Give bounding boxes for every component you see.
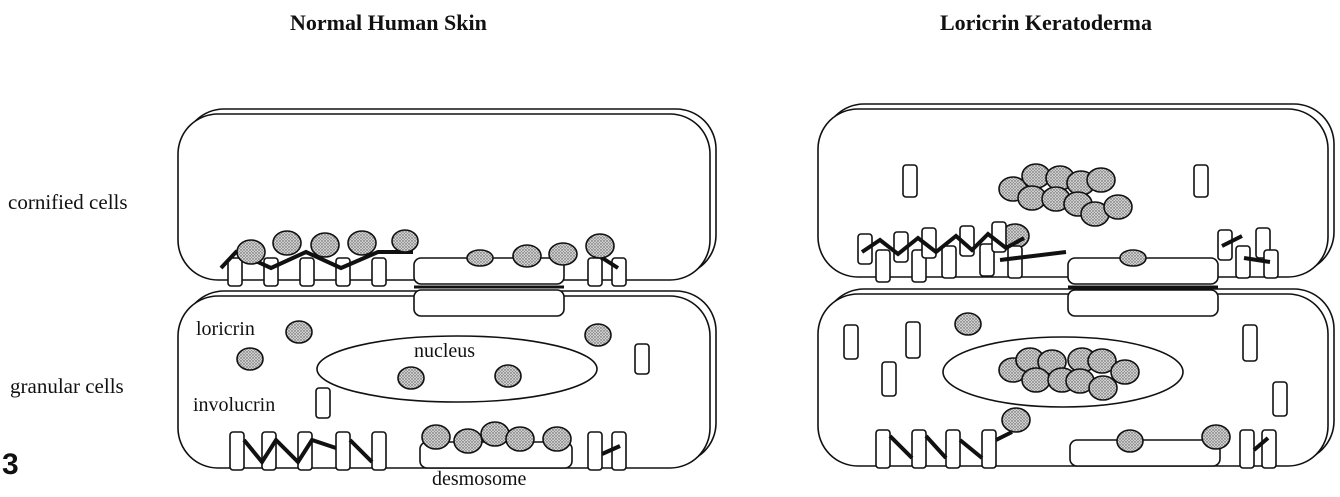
involucrin-granule <box>1194 165 1208 197</box>
label-involucrin: involucrin <box>193 394 275 417</box>
label-nucleus: nucleus <box>414 340 475 363</box>
loricrin-granule <box>955 313 981 335</box>
involucrin-granule <box>635 344 649 374</box>
desmosome-plate-bottom <box>414 290 564 316</box>
label-granular-cells: granular cells <box>10 374 124 399</box>
label-cornified-cells: cornified cells <box>8 190 128 215</box>
figure-number: 3 <box>2 448 19 482</box>
label-desmosome: desmosome <box>432 468 526 491</box>
loricrin-granule <box>1002 408 1030 432</box>
panel-loricrin-keratoderma <box>818 104 1334 468</box>
desmosome-plate-bottom <box>1068 290 1218 316</box>
involucrin-granule <box>903 165 917 197</box>
label-loricrin: loricrin <box>196 318 255 341</box>
panel-title-normal: Normal Human Skin <box>290 10 487 36</box>
panel-title-keratoderma: Loricrin Keratoderma <box>940 10 1152 36</box>
involucrin-granule <box>316 388 330 418</box>
desmosome-plate-lower <box>1070 440 1220 466</box>
